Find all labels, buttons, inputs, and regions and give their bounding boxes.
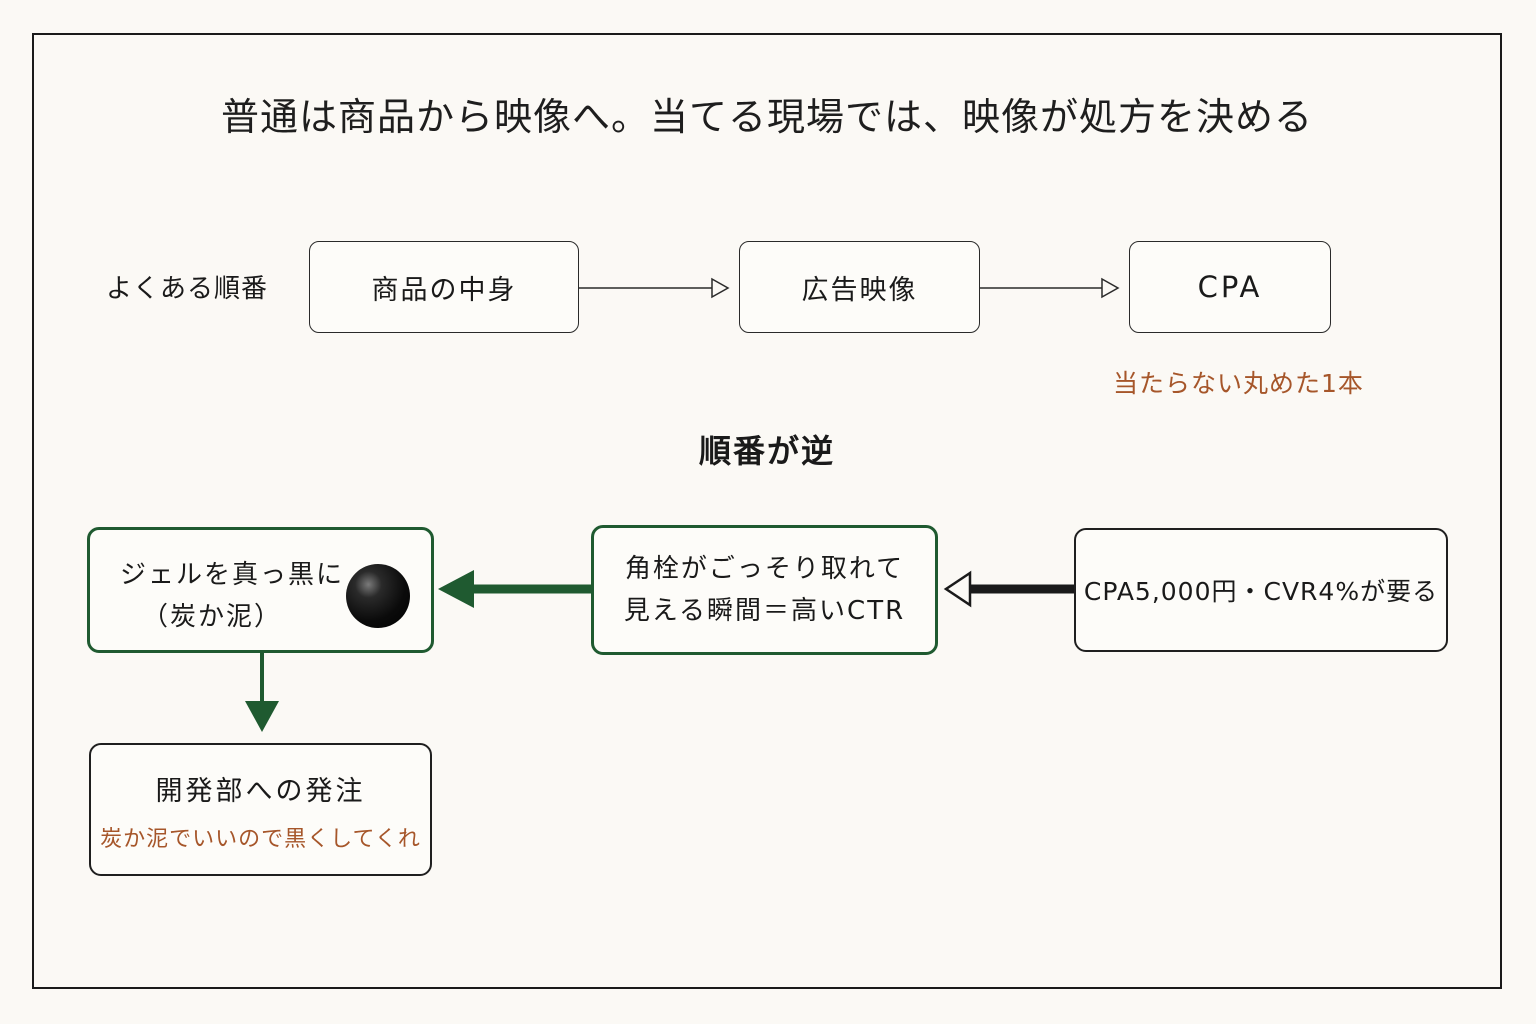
cpa-text: CPA	[1197, 270, 1263, 304]
dev-order-box: 開発部への発注 炭か泥でいいので黒くしてくれ	[89, 743, 432, 876]
dev-order-note: 炭か泥でいいので黒くしてくれ	[100, 827, 421, 852]
product-content-text: 商品の中身	[371, 274, 517, 306]
dev-order-title: 開発部への発注	[155, 776, 366, 807]
arrow-target-to-moment	[943, 570, 1074, 608]
cpa-note: 当たらない丸めた1本	[1113, 369, 1364, 398]
arrow-video-to-cpa	[980, 277, 1120, 299]
diagram-frame	[32, 33, 1502, 989]
moment-line-2: 見える瞬間＝高いCTR	[623, 596, 906, 626]
arrow-moment-to-gel	[438, 570, 591, 608]
cpa-target-box: CPA5,000円・CVR4%が要る	[1074, 528, 1448, 652]
visible-moment-text: 角栓がごっそり取れて 見える瞬間＝高いCTR	[624, 548, 905, 632]
black-ball-icon	[346, 564, 410, 628]
diagram-title: 普通は商品から映像へ。当てる現場では、映像が処方を決める	[220, 95, 1313, 139]
product-content-box: 商品の中身	[309, 241, 579, 333]
moment-line-1: 角栓がごっそり取れて	[624, 554, 905, 584]
ad-video-text: 広告映像	[801, 274, 918, 306]
gel-line-1: ジェルを真っ黒に	[120, 560, 345, 590]
gel-line-2: （炭か泥）	[142, 602, 283, 632]
gel-text: ジェルを真っ黒に （炭か泥）	[120, 554, 344, 638]
visible-moment-box: 角栓がごっそり取れて 見える瞬間＝高いCTR	[591, 525, 938, 655]
gel-black-box: ジェルを真っ黒に （炭か泥）	[87, 527, 434, 653]
arrow-gel-to-order	[245, 653, 279, 732]
cpa-target-text: CPA5,000円・CVR4%が要る	[1083, 577, 1439, 606]
arrow-product-to-video	[579, 277, 730, 299]
common-order-label: よくある順番	[106, 274, 269, 304]
cpa-box: CPA	[1129, 241, 1331, 333]
reverse-order-label: 順番が逆	[698, 432, 835, 470]
ad-video-box: 広告映像	[739, 241, 980, 333]
